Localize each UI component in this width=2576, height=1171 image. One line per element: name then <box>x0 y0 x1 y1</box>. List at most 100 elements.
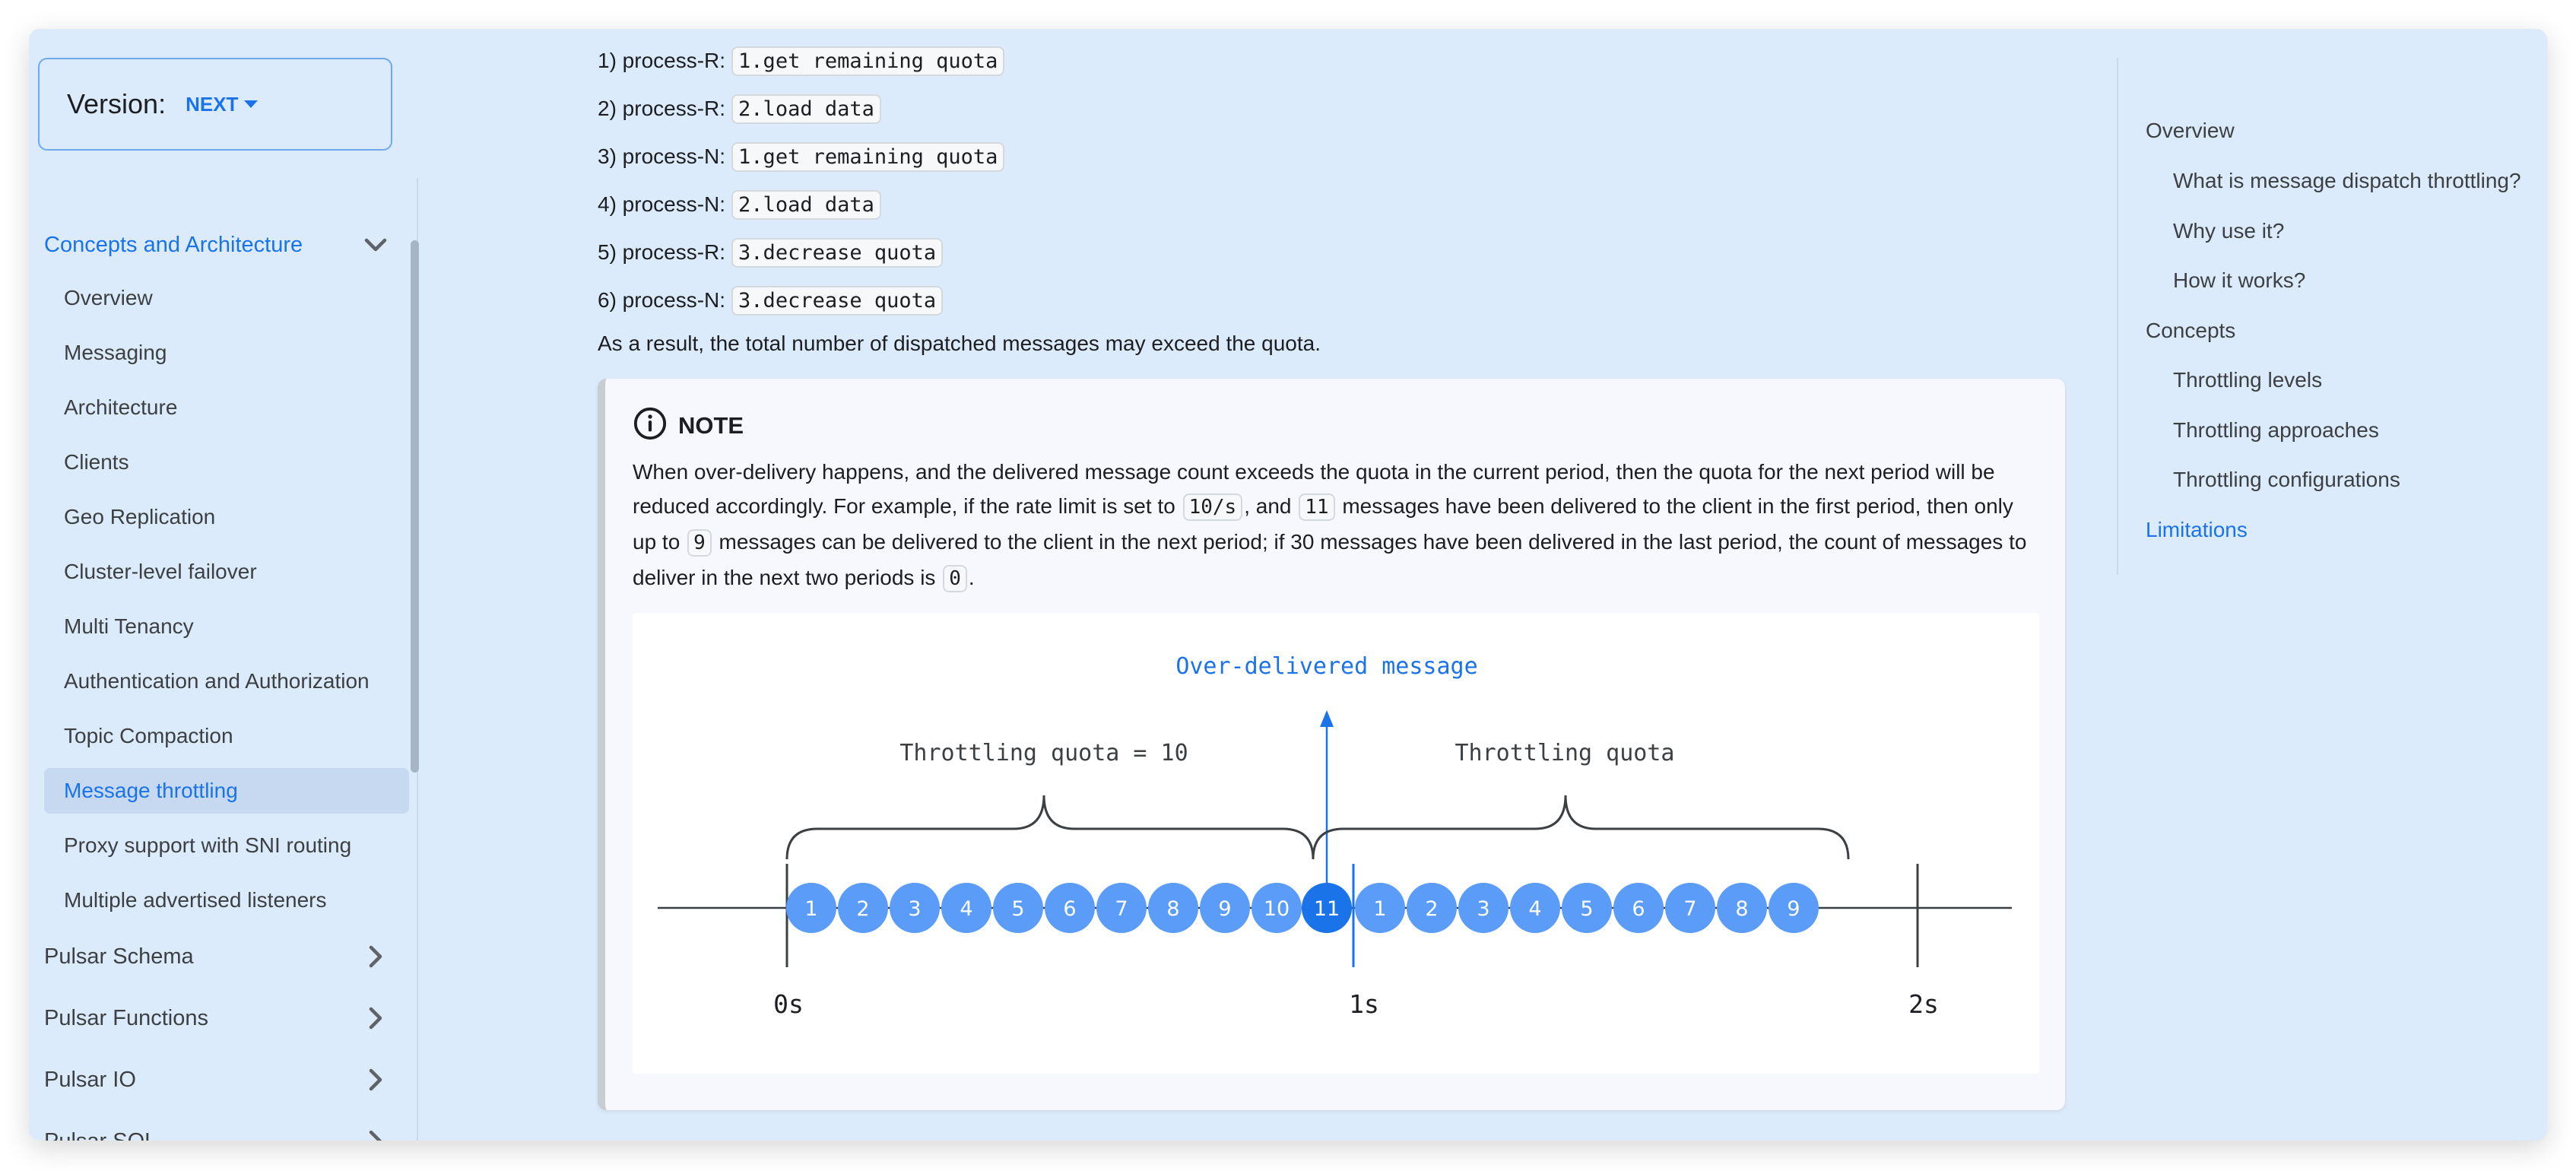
svg-text:7: 7 <box>1683 897 1696 921</box>
toc-item-why-use-it[interactable]: Why use it? <box>2173 219 2285 243</box>
message-circle: 6 <box>1613 883 1664 933</box>
sidebar-category-pulsar-io[interactable]: Pulsar IO <box>44 1057 391 1103</box>
message-circle: 8 <box>1717 883 1767 933</box>
message-circle: 5 <box>1562 883 1612 933</box>
toc-item-what-is-throttling[interactable]: What is message dispatch throttling? <box>2173 169 2521 192</box>
message-circle: 7 <box>1096 883 1147 933</box>
sidebar-scrollbar[interactable] <box>411 240 419 773</box>
version-dropdown[interactable]: NEXT <box>186 92 259 116</box>
main-content: 1) process-R: 1.get remaining quota 2) p… <box>598 29 2088 1141</box>
message-circle: 9 <box>1200 883 1250 933</box>
svg-text:1: 1 <box>804 897 817 921</box>
message-circle: 3 <box>1458 883 1508 933</box>
step-line: 4) process-N: 2.load data <box>598 184 881 225</box>
message-circle: 3 <box>890 883 940 933</box>
inline-code: 11 <box>1299 493 1335 521</box>
note-text: When over-delivery happens, and the deli… <box>633 460 1995 518</box>
sidebar-nav: Concepts and Architecture Overview Messa… <box>29 178 418 1141</box>
chevron-right-icon[interactable] <box>360 1003 391 1033</box>
sidebar-category-label: Pulsar SQL <box>44 1129 157 1141</box>
inline-code: 1.get remaining quota <box>731 46 1005 76</box>
step-prefix: 5) process-R: <box>598 240 726 264</box>
message-circle: 10 <box>1252 883 1302 933</box>
sidebar-category-concepts-and-architecture[interactable]: Concepts and Architecture <box>44 222 391 268</box>
throttling-diagram-svg: Over-delivered message Throttling quota … <box>658 653 2012 1019</box>
message-circle: 6 <box>1045 883 1095 933</box>
arrow-up-icon <box>1320 710 1334 727</box>
toc-item-how-it-works[interactable]: How it works? <box>2173 268 2306 292</box>
chevron-down-icon[interactable] <box>360 230 391 260</box>
step-prefix: 3) process-N: <box>598 144 726 168</box>
svg-text:3: 3 <box>1477 897 1489 921</box>
chevron-right-icon[interactable] <box>360 1126 391 1141</box>
sidebar-item-authentication-and-authorization[interactable]: Authentication and Authorization <box>64 669 370 693</box>
message-circle: 4 <box>941 883 991 933</box>
docs-window: Version: NEXT Concepts and Architecture … <box>29 29 2547 1141</box>
note-text: messages can be delivered to the client … <box>633 530 2027 589</box>
sidebar-item-multi-tenancy[interactable]: Multi Tenancy <box>64 614 194 638</box>
step-prefix: 2) process-R: <box>598 97 726 120</box>
message-circle: 1 <box>1355 883 1405 933</box>
sidebar-item-cluster-level-failover[interactable]: Cluster-level failover <box>64 560 257 583</box>
note-header: NOTE <box>633 406 744 445</box>
svg-text:3: 3 <box>908 897 921 921</box>
svg-text:6: 6 <box>1063 897 1076 921</box>
sidebar-item-topic-compaction[interactable]: Topic Compaction <box>64 724 233 747</box>
throttling-diagram: Over-delivered message Throttling quota … <box>633 613 2039 1074</box>
step-prefix: 1) process-R: <box>598 49 726 72</box>
note-text: , and <box>1244 494 1292 518</box>
toc-item-throttling-approaches[interactable]: Throttling approaches <box>2173 418 2379 442</box>
brace-period-1 <box>785 795 1315 860</box>
time-label-2s: 2s <box>1908 989 1939 1019</box>
sidebar-item-architecture[interactable]: Architecture <box>64 395 178 419</box>
sidebar-category-label: Pulsar Schema <box>44 944 194 969</box>
svg-text:8: 8 <box>1166 897 1179 921</box>
message-circle: 2 <box>1407 883 1457 933</box>
svg-text:2: 2 <box>856 897 869 921</box>
sidebar-item-proxy-support-sni[interactable]: Proxy support with SNI routing <box>64 833 352 857</box>
caret-down-icon <box>244 100 259 108</box>
step-prefix: 4) process-N: <box>598 192 726 216</box>
sidebar-category-pulsar-sql[interactable]: Pulsar SQL <box>44 1119 391 1141</box>
brace-period-2 <box>1312 795 1850 860</box>
sidebar-item-geo-replication[interactable]: Geo Replication <box>64 505 216 528</box>
chevron-right-icon[interactable] <box>360 941 391 972</box>
message-circle: 2 <box>838 883 888 933</box>
sidebar-item-overview[interactable]: Overview <box>64 286 153 309</box>
inline-code: 2.load data <box>731 189 881 220</box>
sidebar-item-messaging[interactable]: Messaging <box>64 341 167 364</box>
note-text: messages have been delivered to the clie… <box>633 494 2013 554</box>
sidebar-item-multiple-advertised-listeners[interactable]: Multiple advertised listeners <box>64 888 327 912</box>
sidebar-category-pulsar-schema[interactable]: Pulsar Schema <box>44 934 391 979</box>
version-label: Version: <box>67 88 167 119</box>
message-circle: 4 <box>1510 883 1560 933</box>
message-circle: 9 <box>1769 883 1819 933</box>
svg-text:1: 1 <box>1373 897 1386 921</box>
svg-text:8: 8 <box>1735 897 1748 921</box>
step-line: 6) process-N: 3.decrease quota <box>598 280 944 321</box>
version-selector-box: Version: NEXT <box>38 58 392 151</box>
sidebar-item-clients[interactable]: Clients <box>64 450 129 474</box>
svg-text:6: 6 <box>1632 897 1645 921</box>
sidebar-category-pulsar-functions[interactable]: Pulsar Functions <box>44 995 391 1041</box>
inline-code: 10/s <box>1182 493 1243 521</box>
inline-code: 9 <box>687 529 712 557</box>
chevron-right-icon[interactable] <box>360 1065 391 1095</box>
time-label-0s: 0s <box>773 989 804 1019</box>
over-delivered-title: Over-delivered message <box>1175 653 1477 680</box>
svg-text:5: 5 <box>1011 897 1024 921</box>
inline-code: 1.get remaining quota <box>731 141 1005 172</box>
toc-item-limitations[interactable]: Limitations <box>2146 518 2248 541</box>
note-admonition: NOTE When over-delivery happens, and the… <box>598 379 2065 1110</box>
message-circle: 1 <box>786 883 836 933</box>
sidebar-item-message-throttling[interactable]: Message throttling <box>44 768 409 814</box>
svg-text:2: 2 <box>1425 897 1438 921</box>
toc-item-concepts[interactable]: Concepts <box>2146 319 2236 342</box>
toc-item-throttling-levels[interactable]: Throttling levels <box>2173 368 2323 392</box>
svg-text:4: 4 <box>960 897 972 921</box>
toc-item-throttling-configurations[interactable]: Throttling configurations <box>2173 468 2400 491</box>
version-value: NEXT <box>186 92 239 116</box>
inline-code: 3.decrease quota <box>731 285 944 316</box>
message-circle: 7 <box>1665 883 1715 933</box>
toc-item-overview[interactable]: Overview <box>2146 119 2235 142</box>
